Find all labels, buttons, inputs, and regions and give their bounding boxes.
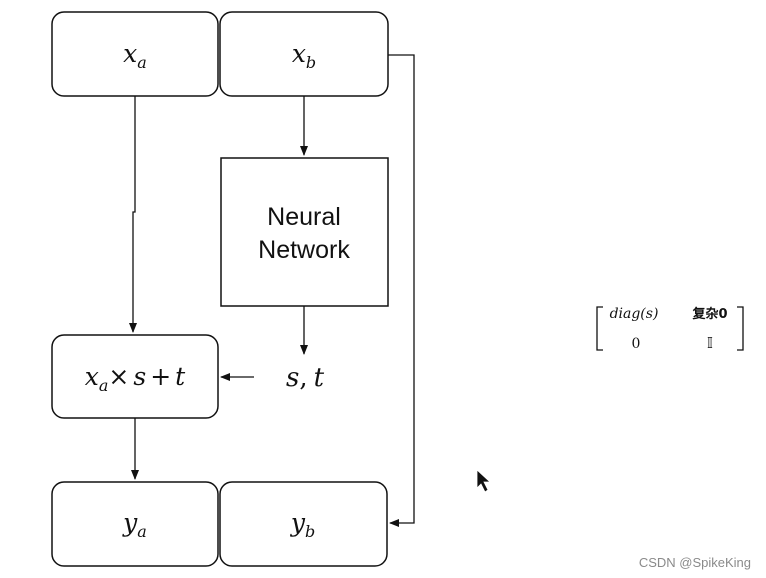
affine-coupling-box: xa×s+t bbox=[51, 334, 219, 419]
yb-box: yb bbox=[219, 481, 388, 567]
neural-network-box: Neural Network bbox=[220, 157, 389, 307]
arrow-xa-to-affine bbox=[129, 96, 137, 333]
ya-label: ya bbox=[122, 508, 147, 541]
matrix-cell-diag: diag(s) bbox=[610, 306, 659, 322]
matrix-left-bracket bbox=[596, 306, 603, 351]
arrow-xb-to-yb bbox=[388, 54, 415, 527]
xa-box: xa bbox=[51, 11, 219, 97]
yb-label: yb bbox=[290, 508, 315, 541]
mouse-cursor-icon bbox=[476, 469, 492, 493]
xa-label: xa bbox=[123, 39, 147, 72]
ya-box: ya bbox=[51, 481, 219, 567]
xb-box: xb bbox=[219, 11, 389, 97]
watermark: CSDN @SpikeKing bbox=[639, 555, 751, 570]
scale-translation-label: s,t bbox=[286, 363, 325, 393]
neural-network-label-line1: Neural bbox=[267, 203, 341, 231]
matrix-cell-top-right: 复杂0 bbox=[691, 306, 727, 322]
matrix-cell-zero: 0 bbox=[632, 336, 641, 352]
matrix-right-bracket bbox=[737, 306, 744, 351]
neural-network-label-line2: Network bbox=[258, 236, 350, 264]
jacobian-matrix: diag(s) 复杂0 0 𝕀 bbox=[596, 306, 744, 352]
affine-coupling-label: xa×s+t bbox=[85, 362, 186, 395]
xb-label: xb bbox=[292, 39, 316, 72]
matrix-cell-identity: 𝕀 bbox=[707, 334, 713, 352]
